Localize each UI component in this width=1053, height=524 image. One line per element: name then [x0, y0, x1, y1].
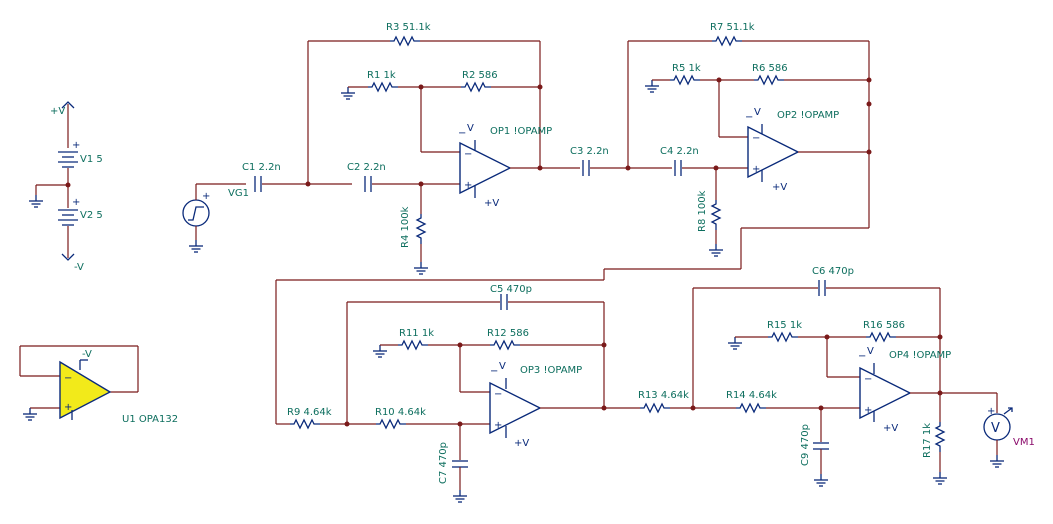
r13-label: R13 4.64k	[638, 390, 689, 401]
c2-label: C2 2.2n	[347, 162, 386, 173]
c5-label: C5 470p	[490, 284, 532, 295]
op1-label: OP1 !OPAMP	[490, 126, 552, 137]
svg-text:−: −	[458, 128, 466, 139]
opamp-op4[interactable]: − + − V +V	[858, 346, 912, 434]
svg-text:+: +	[64, 402, 72, 413]
r7-label: R7 51.1k	[710, 22, 755, 33]
r5-label: R5 1k	[672, 63, 701, 74]
signal-source-vg1[interactable]: +	[182, 191, 210, 227]
svg-text:+: +	[72, 140, 80, 151]
buffer-u1[interactable]: − + -V	[19, 345, 139, 421]
svg-text:V: V	[867, 346, 874, 357]
c6-label: C6 470p	[812, 266, 854, 277]
c1-label: C1 2.2n	[242, 162, 281, 173]
svg-text:+: +	[72, 197, 80, 208]
r15-label: R15 1k	[767, 320, 802, 331]
r8-label: R8 100k	[697, 190, 708, 232]
svg-text:−: −	[745, 112, 753, 123]
r17-label: R17 1k	[922, 423, 933, 458]
r16-label: R16 586	[863, 320, 905, 331]
u1-rail-label: -V	[82, 349, 92, 360]
svg-text:+: +	[864, 405, 872, 416]
svg-text:V: V	[467, 123, 474, 134]
r4-label: R4 100k	[400, 206, 411, 248]
opamp-op1[interactable]: − + − V +V	[458, 123, 512, 209]
op3-label: OP3 !OPAMP	[520, 365, 582, 376]
svg-text:−: −	[64, 373, 72, 384]
c7-label: C7 470p	[438, 442, 449, 484]
r6-label: R6 586	[752, 63, 788, 74]
svg-text:+: +	[202, 191, 210, 202]
voltmeter-symbol: V	[991, 421, 1000, 436]
r10-label: R10 4.64k	[375, 407, 426, 418]
v1-label: V1 5	[80, 154, 103, 165]
svg-text:−: −	[464, 149, 472, 160]
c9-label: C9 470p	[800, 424, 811, 466]
svg-text:−: −	[864, 374, 872, 385]
c4-label: C4 2.2n	[660, 146, 699, 157]
v2-label: V2 5	[80, 210, 103, 221]
plus-v-label: +V	[50, 106, 65, 117]
vg1-label: VG1	[228, 188, 249, 199]
c3-label: C3 2.2n	[570, 146, 609, 157]
r12-label: R12 586	[487, 328, 529, 339]
op4-label: OP4 !OPAMP	[889, 350, 951, 361]
r2-label: R2 586	[462, 70, 498, 81]
opamp-op3[interactable]: − + − V +V	[489, 361, 542, 449]
svg-text:−: −	[858, 351, 866, 362]
svg-text:+V: +V	[883, 423, 898, 434]
svg-text:+V: +V	[484, 198, 499, 209]
svg-text:+: +	[494, 420, 502, 431]
svg-text:V: V	[499, 361, 506, 372]
supply-section: +V + V1 5 + V2 5 -V	[28, 101, 103, 273]
r3-label: R3 51.1k	[386, 22, 431, 33]
svg-text:+V: +V	[514, 438, 529, 449]
battery-v2[interactable]: +	[58, 197, 80, 226]
vm1-label: VM1	[1013, 437, 1035, 448]
svg-text:+V: +V	[772, 182, 787, 193]
svg-text:V: V	[754, 107, 761, 118]
svg-text:−: −	[490, 366, 498, 377]
svg-text:+: +	[464, 180, 472, 191]
svg-text:−: −	[494, 389, 502, 400]
battery-v1[interactable]: +	[58, 140, 80, 168]
svg-text:+: +	[987, 406, 995, 417]
opamp-op2[interactable]: − + − V +V	[745, 107, 800, 193]
u1-label: U1 OPA132	[122, 414, 178, 425]
r11-label: R11 1k	[399, 328, 434, 339]
svg-text:−: −	[752, 133, 760, 144]
voltmeter-vm1[interactable]: V +	[983, 406, 1013, 441]
r14-label: R14 4.64k	[726, 390, 777, 401]
svg-text:+: +	[752, 164, 760, 175]
minus-v-label: -V	[74, 262, 84, 273]
r9-label: R9 4.64k	[287, 407, 332, 418]
r1-label: R1 1k	[367, 70, 396, 81]
op2-label: OP2 !OPAMP	[777, 110, 839, 121]
